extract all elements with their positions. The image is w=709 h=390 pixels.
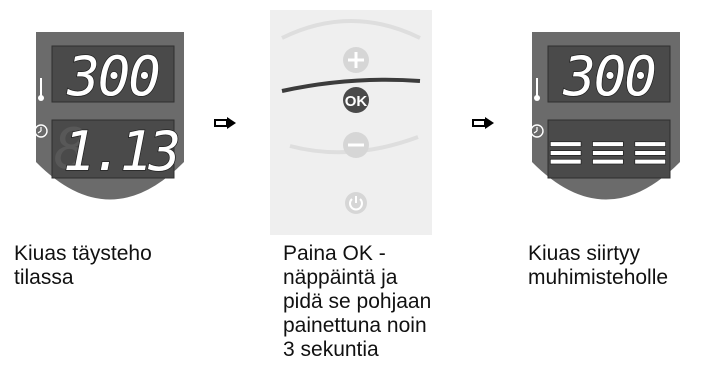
lcd-temperature-digits: 300 <box>562 45 655 108</box>
power-icon <box>349 196 363 211</box>
lcd-time-digits: 1.13 <box>63 120 179 183</box>
thermometer-icon <box>38 78 44 101</box>
step-3-caption: Kiuas siirtyy muhimisteholle <box>528 242 669 289</box>
clock-icon <box>530 124 544 138</box>
control-panel-buttons: OK <box>270 10 432 235</box>
right-arrow-icon <box>214 117 236 129</box>
minus-button[interactable] <box>343 132 369 158</box>
step-1-caption: Kiuas täysteho tilassa <box>14 242 152 289</box>
clock-icon <box>34 124 48 138</box>
lcd-temperature-digits: 300 <box>66 45 159 108</box>
ok-button[interactable]: OK <box>343 87 369 113</box>
lcd-ghost-digits: 8 <box>54 117 88 182</box>
thermometer-icon <box>534 78 540 101</box>
right-arrow-icon <box>472 117 494 129</box>
lcd-simmer-segments: ≡≡≡ <box>546 124 673 180</box>
ok-button-label: OK <box>345 93 368 110</box>
power-button[interactable] <box>345 192 367 214</box>
plus-button[interactable] <box>343 47 369 73</box>
step-2-caption: Paina OK - näppäintä ja pidä se pohjaan … <box>283 242 432 361</box>
sauna-control-display-full-power: 8 300 1.13 <box>34 32 184 200</box>
sauna-control-display-simmer: 300 ≡≡≡ <box>530 32 680 200</box>
